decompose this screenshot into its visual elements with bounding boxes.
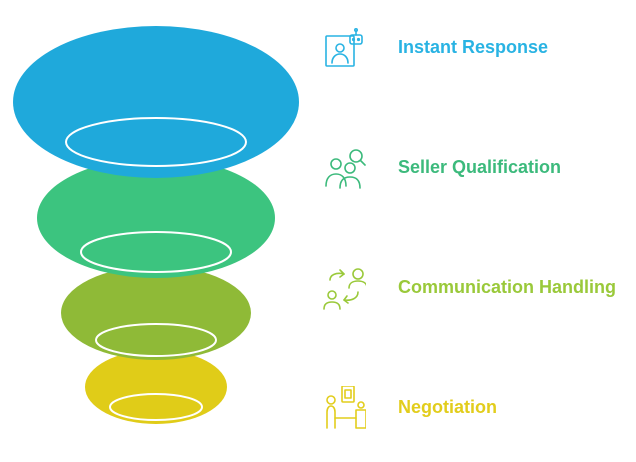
people-search-icon: [325, 149, 366, 189]
stage-row-communication-handling: Communication Handling: [322, 266, 632, 326]
stage-label-communication-handling: Communication Handling: [398, 277, 616, 297]
stage-label-instant-response: Instant Response: [398, 37, 549, 57]
stage-row-negotiation: Negotiation: [322, 386, 632, 446]
stage-label-seller-qualification: Seller Qualification: [398, 157, 562, 177]
stage-label-negotiation: Negotiation: [398, 397, 497, 417]
negotiation-icon: [326, 386, 366, 429]
funnel-tier-4: [85, 350, 227, 424]
funnel-tier-2: [37, 158, 275, 278]
robot-agent-icon: [325, 27, 363, 67]
funnel-tier-1: [13, 26, 299, 178]
stage-row-seller-qualification: Seller Qualification: [322, 146, 632, 206]
stage-row-instant-response: Instant Response: [322, 26, 632, 86]
exchange-people-icon: [323, 268, 366, 310]
funnel-tier-3: [61, 266, 251, 360]
